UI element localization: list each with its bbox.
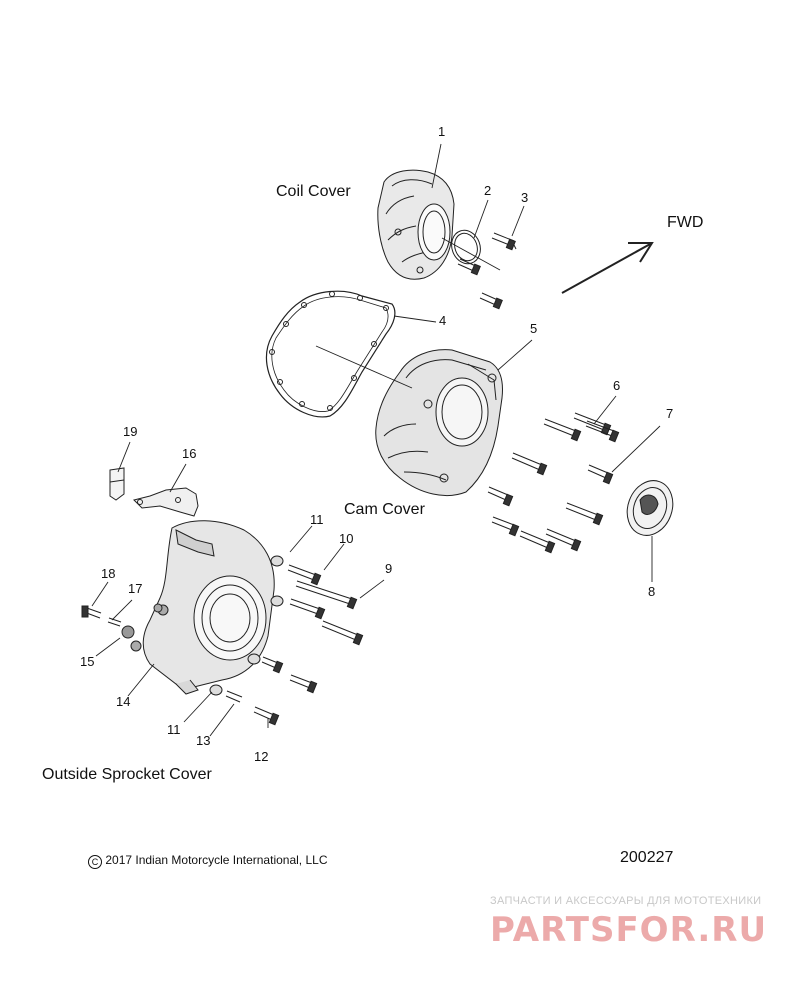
callout-18: 18	[101, 566, 116, 581]
coil-cover-screws	[457, 232, 517, 310]
callout-15: 15	[80, 654, 95, 669]
callout-1: 1	[438, 124, 446, 139]
callout-13: 13	[196, 733, 211, 748]
cam-cover-title: Cam Cover	[344, 501, 425, 518]
outside-sprocket-cover-title: Outside Sprocket Cover	[42, 766, 212, 783]
callout-10: 10	[339, 531, 354, 546]
watermark-tagline: ЗАПЧАСТИ И АКСЕССУАРЫ ДЛЯ МОТОТЕХНИКИ	[490, 895, 762, 907]
document-number: 200227	[620, 849, 674, 866]
medallion-part	[626, 480, 674, 536]
callout-3: 3	[521, 190, 529, 205]
copyright-icon: C	[88, 855, 102, 869]
o-ring-part	[451, 229, 481, 265]
gasket-part	[265, 290, 396, 418]
sprocket-cover-screws	[225, 564, 364, 726]
callout-11-bottom: 11	[167, 722, 181, 737]
leader-lines	[91, 143, 661, 737]
coil-cover-part	[377, 169, 455, 280]
callout-5: 5	[530, 321, 538, 336]
cam-cover-part	[375, 349, 503, 496]
copyright-notice: C 2017 Indian Motorcycle International, …	[88, 853, 327, 869]
watermark-brand: PARTSFOR.RU	[490, 910, 768, 950]
callout-8: 8	[648, 584, 656, 599]
clip-part	[109, 467, 125, 501]
bracket-part	[133, 487, 199, 517]
callout-11-top: 11	[310, 512, 324, 527]
callout-9: 9	[385, 561, 393, 576]
forward-arrow	[561, 242, 654, 294]
cam-cover-screws	[487, 412, 620, 554]
washers	[209, 555, 284, 696]
callout-17: 17	[128, 581, 143, 596]
callout-2: 2	[484, 183, 492, 198]
callout-12: 12	[254, 749, 269, 764]
fwd-label: FWD	[667, 214, 704, 231]
callout-7: 7	[666, 406, 674, 421]
callout-6: 6	[613, 378, 621, 393]
coil-cover-title: Coil Cover	[276, 183, 351, 200]
callout-4: 4	[439, 313, 447, 328]
small-hardware	[81, 603, 163, 639]
callout-14: 14	[116, 694, 131, 709]
callout-16: 16	[182, 446, 197, 461]
callout-19: 19	[123, 424, 138, 439]
copyright-text: 2017 Indian Motorcycle International, LL…	[105, 853, 328, 867]
outside-sprocket-cover-part	[130, 520, 275, 695]
